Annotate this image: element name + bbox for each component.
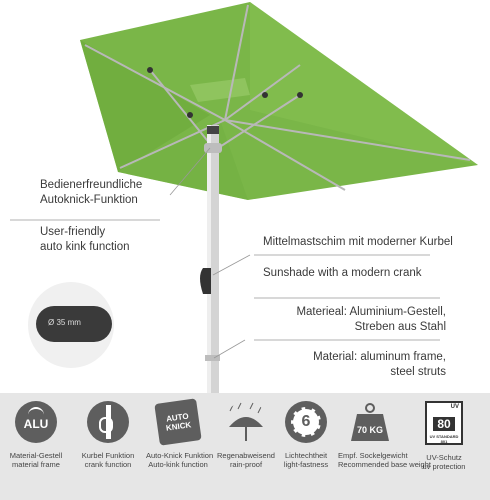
feature-auto-knick-en: Auto-kink function	[148, 460, 208, 469]
alu-icon: ALU	[15, 401, 57, 443]
feature-crank: Kurbel Funktion crank function	[76, 401, 140, 469]
weight-icon	[351, 403, 389, 441]
feature-auto-knick-de: Auto-Knick Funktion	[146, 451, 214, 460]
umbrella-illustration	[10, 2, 478, 395]
light-fastness-icon: 6	[285, 401, 327, 443]
feature-alu-de: Material-Gestell	[9, 451, 63, 460]
feature-rain-de: Regenabweisend	[217, 451, 275, 460]
rain-icon	[225, 401, 267, 443]
feature-crank-de: Kurbel Funktion	[81, 451, 135, 460]
feature-light-en: light-fastness	[283, 460, 329, 469]
material-label-en-2: steel struts	[390, 366, 446, 378]
umbrella-rain-icon	[229, 402, 263, 441]
crank-label-en: Sunshade with a modern crank	[263, 267, 422, 279]
material-label-de-2: Streben aus Stahl	[354, 321, 446, 333]
feature-light-de: Lichtechtheit	[284, 451, 328, 460]
material-label-de-1: Materieal: Aluminium-Gestell,	[296, 306, 446, 318]
kink-label-en-1: User-friendly	[40, 226, 106, 238]
uv-icon: UV 80 UV STANDARD 801	[425, 401, 463, 445]
crank-label-de: Mittelmastschim mit moderner Kurbel	[263, 236, 453, 248]
kink-label-de-1: Bedienerfreundliche	[40, 179, 143, 191]
crank-icon	[87, 401, 129, 443]
auto-knick-icon: AUTO KNICK	[154, 398, 202, 446]
feature-uv-en: uv protection	[422, 462, 466, 471]
feature-light: 6 Lichtechtheit light-fastness	[274, 401, 338, 469]
feature-alu: ALU Material-Gestell material frame	[4, 401, 68, 469]
feature-uv-de: UV-Schutz	[426, 453, 462, 462]
feature-uv: UV 80 UV STANDARD 801 UV-Schutz uv prote…	[412, 401, 476, 471]
feature-base-weight: 70 KG Empf. Sockelgewicht Recommended ba…	[338, 401, 431, 469]
material-label-en-1: Material: aluminum frame,	[313, 351, 446, 363]
feature-crank-en: crank function	[84, 460, 132, 469]
kink-label-en-2: auto kink function	[40, 241, 130, 253]
feature-auto-knick: AUTO KNICK Auto-Knick Funktion Auto-kink…	[146, 398, 214, 469]
feature-rain-en: rain-proof	[229, 460, 263, 469]
feature-rain: Regenabweisend rain-proof	[214, 401, 278, 469]
base-weight-icon: 70 KG	[349, 401, 391, 443]
feature-base-weight-en: Recommended base weight	[338, 460, 431, 469]
feature-alu-en: material frame	[12, 460, 60, 469]
feature-base-weight-de: Empf. Sockelgewicht	[338, 451, 408, 460]
pole-diameter-detail: Ø 35 mm	[28, 282, 114, 368]
feature-strip: ALU Material-Gestell material frame Kurb…	[0, 393, 490, 500]
diameter-label: Ø 35 mm	[48, 318, 81, 327]
kink-label-de-2: Autoknick-Funktion	[40, 194, 138, 206]
